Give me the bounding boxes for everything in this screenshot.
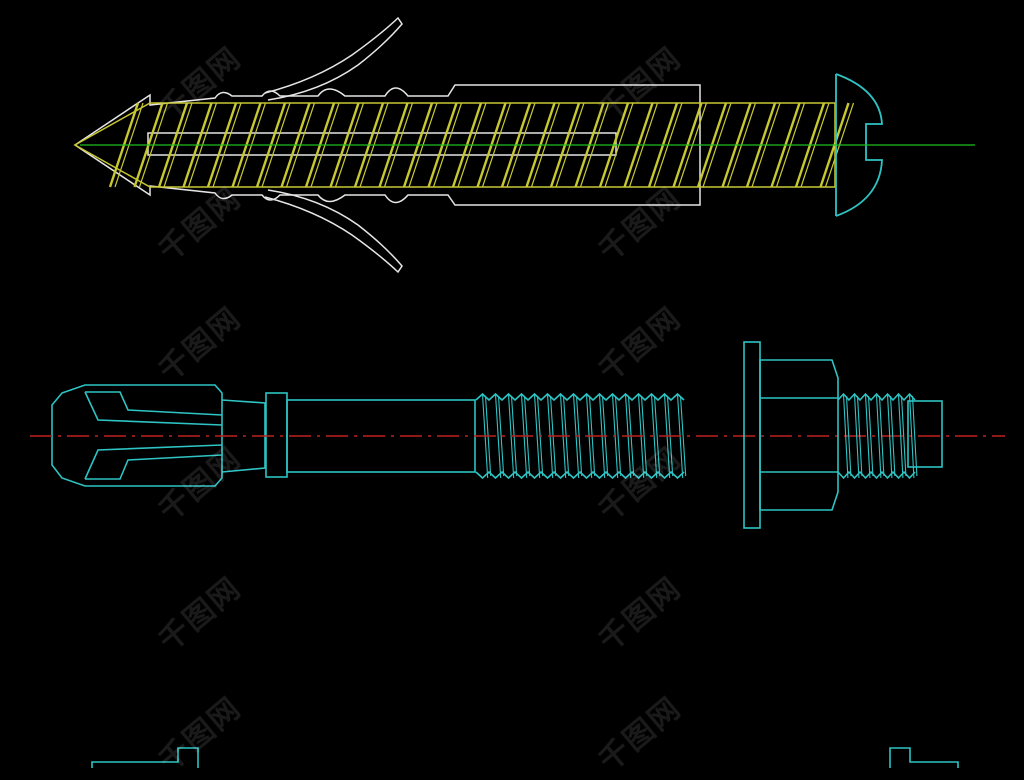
bottom-partial-left <box>91 747 199 768</box>
nut-washer-assembly <box>743 341 943 529</box>
stud-thread-flank <box>897 393 904 479</box>
washer <box>743 341 761 529</box>
bolt-thread-flank <box>650 393 658 479</box>
bolt-thread-flank <box>575 395 583 477</box>
stud-thread-flank <box>911 395 918 477</box>
stud-thread-flank <box>867 395 874 477</box>
bolt-thread-flank <box>640 395 648 477</box>
clip-slot-lower <box>84 444 223 480</box>
stud-thread-crest-top <box>837 392 916 402</box>
bolt-thread-flank <box>494 393 502 479</box>
bolt-collar <box>265 392 288 478</box>
stud-thread-crest-bottom <box>837 470 916 480</box>
clip-slot-upper <box>84 391 223 426</box>
stud-thread <box>837 392 918 480</box>
bolt-thread-flank <box>497 395 505 477</box>
bolt-thread <box>475 392 687 480</box>
hex-nut <box>759 359 839 511</box>
expansion-plug-assembly <box>73 16 975 274</box>
stud-thread-flank <box>908 393 915 479</box>
stud-thread-flank <box>856 395 863 477</box>
bolt-thread-flank <box>653 395 661 477</box>
stud-end <box>907 400 943 468</box>
stud-thread-flank <box>853 393 860 479</box>
stud-thread-flank <box>842 393 849 479</box>
stud-thread-flank <box>889 395 896 477</box>
stud-thread-flank <box>878 395 885 477</box>
stud-thread-flank <box>900 395 907 477</box>
bottom-partial-right <box>889 747 959 768</box>
bolt-thread-flank <box>614 395 622 477</box>
stud-thread-flank <box>864 393 871 479</box>
bolt-thread-flank <box>533 393 541 479</box>
bolt-thread-flank <box>679 395 687 477</box>
stud-thread-flank <box>886 393 893 479</box>
bolt-thread-crest-top <box>475 392 685 402</box>
stud-thread-flank <box>845 395 852 477</box>
stud-thread-flank <box>875 393 882 479</box>
expansion-clip <box>51 384 223 487</box>
bolt-thread-crest-bottom <box>475 470 685 480</box>
